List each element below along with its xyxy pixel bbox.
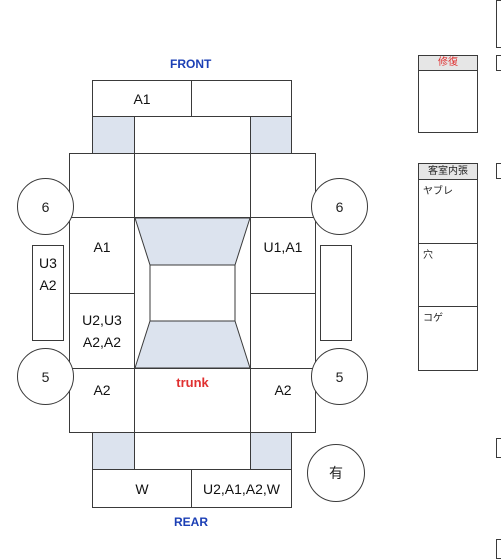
left-front-door[interactable]: A1 — [69, 217, 135, 294]
left-mirror[interactable]: U3 A2 — [32, 245, 64, 341]
front-bumper-left-label: A1 — [133, 91, 151, 107]
left-rear-quarter[interactable]: A2 — [69, 368, 135, 433]
interior-panel: 客室内張 ヤブレ 穴 コゲ — [418, 163, 478, 371]
interior-row-tear[interactable]: ヤブレ — [419, 180, 477, 244]
roof — [149, 264, 236, 322]
front-bumper-right[interactable] — [191, 80, 292, 117]
left-mirror-label-2: A2 — [39, 277, 57, 293]
edge-panel-3 — [496, 163, 501, 179]
front-right-fender[interactable] — [250, 116, 292, 154]
left-front-fender-panel[interactable] — [69, 153, 135, 218]
wheel-front-right[interactable]: 6 — [311, 178, 368, 235]
right-front-door-label: U1,A1 — [263, 239, 303, 255]
front-bumper-left[interactable]: A1 — [92, 80, 192, 117]
rear-bumper-left-label: W — [135, 481, 149, 497]
spare-tire[interactable]: 有 — [307, 444, 365, 502]
repair-panel: 修復 — [418, 55, 478, 133]
left-mirror-label-1: U3 — [39, 255, 57, 271]
rear-panel[interactable] — [134, 432, 251, 470]
edge-panel-2 — [496, 55, 501, 71]
right-rear-quarter-label: A2 — [274, 382, 292, 398]
trunk[interactable]: trunk — [134, 368, 251, 433]
spare-tire-label: 有 — [329, 465, 343, 481]
cowl-panel[interactable] — [134, 153, 251, 218]
rear-right-fender[interactable] — [250, 432, 292, 470]
roof-glass — [134, 217, 251, 369]
wheel-rear-left[interactable]: 5 — [17, 348, 74, 405]
right-rear-quarter[interactable]: A2 — [250, 368, 316, 433]
wheel-rear-left-label: 5 — [41, 368, 50, 385]
left-rear-door-label-1: U2,U3 — [82, 312, 122, 328]
edge-panel-top — [496, 0, 501, 48]
edge-panel-5 — [496, 539, 501, 559]
left-rear-quarter-label: A2 — [93, 382, 111, 398]
left-rear-door-label-2: A2,A2 — [82, 334, 122, 350]
interior-row-hole[interactable]: 穴 — [419, 244, 477, 307]
wheel-rear-right[interactable]: 5 — [311, 348, 368, 405]
right-front-fender-panel[interactable] — [250, 153, 316, 218]
rear-left-fender[interactable] — [92, 432, 135, 470]
wheel-front-left-label: 6 — [41, 198, 50, 215]
repair-panel-title: 修復 — [419, 56, 477, 71]
rear-bumper-right[interactable]: U2,A1,A2,W — [191, 469, 292, 508]
trunk-label: trunk — [176, 375, 209, 390]
edge-panel-4 — [496, 438, 501, 458]
right-mirror[interactable] — [320, 245, 352, 341]
rear-window — [134, 320, 251, 369]
interior-row-burn[interactable]: コゲ — [419, 307, 477, 371]
hood[interactable] — [134, 116, 251, 154]
wheel-front-left[interactable]: 6 — [17, 178, 74, 235]
rear-bumper-right-label: U2,A1,A2,W — [202, 481, 281, 497]
interior-row-tear-label: ヤブレ — [423, 186, 453, 197]
right-rear-door[interactable] — [250, 293, 316, 369]
left-front-door-label: A1 — [93, 239, 111, 255]
front-label: FRONT — [170, 57, 212, 71]
left-rear-door[interactable]: U2,U3 A2,A2 — [69, 293, 135, 369]
interior-panel-title: 客室内張 — [419, 164, 477, 180]
right-front-door[interactable]: U1,A1 — [250, 217, 316, 294]
front-left-fender[interactable] — [92, 116, 135, 154]
rear-label: REAR — [174, 515, 209, 529]
windshield — [134, 217, 251, 266]
wheel-rear-right-label: 5 — [335, 368, 344, 385]
wheel-front-right-label: 6 — [335, 198, 344, 215]
interior-row-hole-label: 穴 — [423, 250, 433, 261]
rear-bumper-left[interactable]: W — [92, 469, 192, 508]
interior-row-burn-label: コゲ — [423, 313, 443, 324]
